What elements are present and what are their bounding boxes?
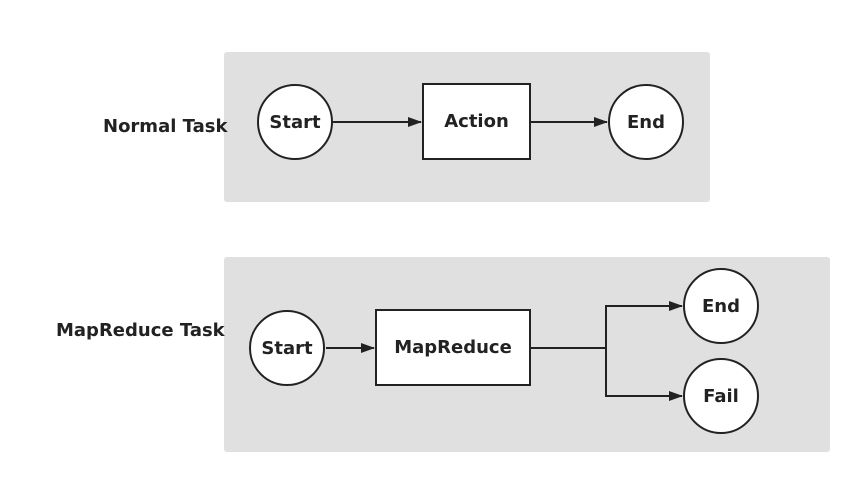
normal-start-node: Start [257, 84, 333, 160]
normal-end-node: End [608, 84, 684, 160]
mapreduce-end-node: End [683, 268, 759, 344]
mapreduce-start-node: Start [249, 310, 325, 386]
mapreduce-task-label: MapReduce Task [56, 320, 225, 341]
mapreduce-node: MapReduce [375, 309, 531, 386]
mapreduce-fail-node: Fail [683, 358, 759, 434]
normal-action-node: Action [422, 83, 531, 160]
normal-task-label: Normal Task [103, 116, 228, 137]
